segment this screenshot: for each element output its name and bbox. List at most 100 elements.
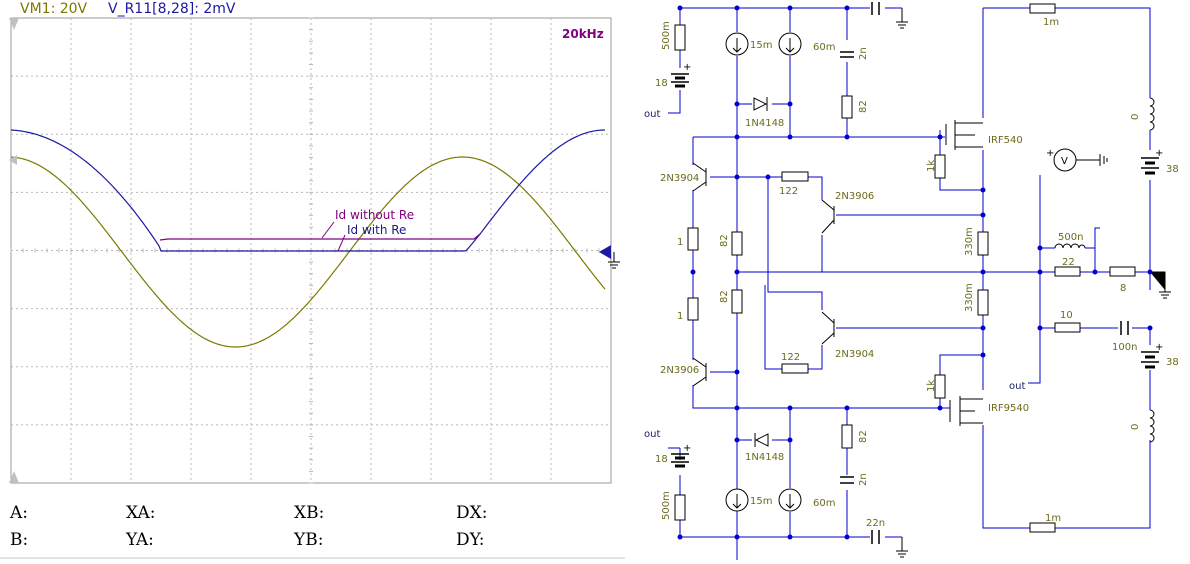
cursor-xb-label: XB: xyxy=(294,503,325,523)
cursor-xa-label: XA: xyxy=(126,503,156,523)
resistor-82-top[interactable] xyxy=(841,95,853,119)
label-2n3906-left: 2N3906 xyxy=(660,365,699,376)
label-plus-top: + xyxy=(683,62,691,73)
scope-grid xyxy=(10,17,612,484)
channel-a-offset-marker[interactable] xyxy=(9,155,17,165)
resistor-1-bottom[interactable] xyxy=(687,297,699,321)
schematic-canvas[interactable]: 1m 1m 500m 500m 18 18 + + + + out out ou… xyxy=(625,0,1190,564)
label-2n-top: 2n xyxy=(858,47,869,60)
capacitors xyxy=(840,2,1129,544)
label-18-top: 18 xyxy=(655,78,668,89)
label-1m-bottom: 1m xyxy=(1045,513,1061,524)
resistor-82-mid-bottom[interactable] xyxy=(731,289,743,314)
label-38-bottom: 38 xyxy=(1166,357,1179,368)
label-1-bottom: 1 xyxy=(677,311,683,322)
resistor-82-bottom[interactable] xyxy=(841,424,853,449)
cursor-yb-label: YB: xyxy=(294,530,324,550)
resistor-500m-top[interactable] xyxy=(674,24,686,51)
label-1n4148-bottom: 1N4148 xyxy=(745,452,784,463)
resistor-1k-top[interactable] xyxy=(934,154,946,179)
label-500n: 500n xyxy=(1058,232,1083,243)
frequency-label: 20kHz xyxy=(562,27,604,41)
channel-b-trace xyxy=(10,129,605,252)
label-82-mid-top: 82 xyxy=(719,234,730,247)
label-out-bottom: out xyxy=(644,429,660,440)
channel-b-trace-without-re xyxy=(159,233,481,241)
resistor-1-top[interactable] xyxy=(687,227,699,251)
resistor-82-mid-top[interactable] xyxy=(731,231,743,256)
label-18-bottom: 18 xyxy=(655,454,668,465)
label-122-bottom: 122 xyxy=(781,352,800,363)
label-82-mid-bottom: 82 xyxy=(719,290,730,303)
channel-b-ground-marker[interactable] xyxy=(599,245,611,259)
channel-b-label[interactable]: V_R11[8,28]: 2mV xyxy=(108,1,236,17)
cursor-dy-label: DY: xyxy=(456,530,485,550)
label-1m-top: 1m xyxy=(1043,17,1059,28)
label-22: 22 xyxy=(1062,257,1075,268)
resistor-122-bottom[interactable] xyxy=(781,363,809,374)
channel-a-label[interactable]: VM1: 20V xyxy=(20,1,88,17)
oscilloscope-panel: Id without Re Id with Re VM1: 20V V_R11[… xyxy=(0,0,625,564)
annotation-without-re: Id without Re xyxy=(335,208,414,222)
label-out-top: out xyxy=(644,109,660,120)
ground-symbols xyxy=(896,8,1171,558)
resistor-122-top[interactable] xyxy=(781,171,809,182)
diodes xyxy=(753,97,769,447)
bjt-transistors xyxy=(692,162,835,387)
resistor-8[interactable] xyxy=(1109,266,1136,277)
resistor-330m-bottom[interactable] xyxy=(977,289,989,316)
schematic-components xyxy=(674,3,1136,533)
label-38-top: 38 xyxy=(1166,164,1179,175)
cursor-dx-label: DX: xyxy=(456,503,488,523)
inductors xyxy=(1054,97,1155,443)
current-source-arrows xyxy=(732,38,795,509)
cursor-a-value xyxy=(34,503,114,521)
resistor-1k-bottom[interactable] xyxy=(934,374,946,399)
trigger-marker-top[interactable] xyxy=(9,18,19,30)
label-0-bottom: 0 xyxy=(1130,424,1141,430)
cursor-dy-value xyxy=(492,530,572,548)
junction-dots xyxy=(677,5,1153,540)
label-plus-38-bottom: + xyxy=(1155,342,1163,353)
resistor-10[interactable] xyxy=(1054,322,1081,333)
cursor-a-label: A: xyxy=(10,503,29,523)
label-2n3906-mid: 2N3906 xyxy=(835,191,874,202)
label-330m-top: 330m xyxy=(964,227,975,256)
trigger-marker-bottom[interactable] xyxy=(9,471,19,483)
cursor-dx-value xyxy=(492,503,572,521)
cursor-xa-value xyxy=(162,503,242,521)
voltmeter-icon-label: V xyxy=(1061,156,1068,167)
label-plus-38-top: + xyxy=(1155,148,1163,159)
label-82-top: 82 xyxy=(858,100,869,113)
without-re-leader xyxy=(321,221,335,239)
label-2n3904-left: 2N3904 xyxy=(660,173,699,184)
ground-icon xyxy=(608,252,620,269)
resistor-500m-bottom[interactable] xyxy=(674,494,686,521)
batteries xyxy=(671,73,1159,468)
label-8: 8 xyxy=(1120,283,1126,294)
label-60m-bottom: 60m xyxy=(813,498,835,509)
label-330m-bottom: 330m xyxy=(964,283,975,312)
label-1n4148-top: 1N4148 xyxy=(745,118,784,129)
cursor-b-label: B: xyxy=(10,530,29,550)
label-0-top: 0 xyxy=(1130,114,1141,120)
cursor-yb-value xyxy=(330,530,410,548)
resistor-22[interactable] xyxy=(1054,266,1081,277)
label-15m-bottom: 15m xyxy=(750,496,772,507)
resistor-330m-top[interactable] xyxy=(977,231,989,256)
cursor-xb-value xyxy=(330,503,410,521)
label-10: 10 xyxy=(1060,310,1073,321)
resistor-1m-bottom[interactable] xyxy=(1029,522,1056,533)
label-1-top: 1 xyxy=(677,237,683,248)
label-60m-top: 60m xyxy=(813,42,835,53)
scope-display[interactable]: Id without Re Id with Re xyxy=(0,0,625,564)
schematic-wires xyxy=(668,7,1151,560)
mosfets xyxy=(945,120,983,426)
label-plus-bottom: + xyxy=(683,443,691,454)
annotation-with-re: Id with Re xyxy=(347,223,406,237)
label-1k-bottom: 1k xyxy=(926,380,937,392)
label-out-right: out xyxy=(1009,381,1025,392)
label-15m-top: 15m xyxy=(750,40,772,51)
channel-a-trace xyxy=(10,156,606,348)
resistor-1m-top[interactable] xyxy=(1029,3,1056,14)
